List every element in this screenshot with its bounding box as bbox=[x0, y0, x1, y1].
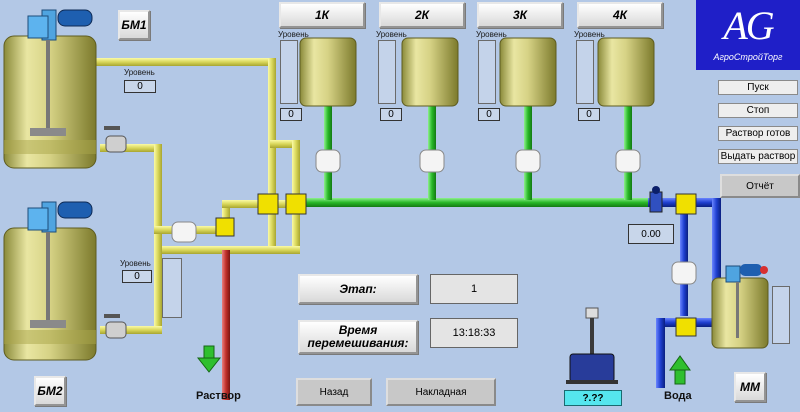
mix-time-label-line2: перемешивания: bbox=[307, 336, 409, 350]
mix-time-label-line1: Время bbox=[338, 323, 378, 337]
scale-icon bbox=[566, 307, 618, 384]
solution-ready-button[interactable]: Раствор готов bbox=[718, 126, 798, 141]
doser-4-label: 4К bbox=[577, 2, 663, 28]
stage-value: 1 bbox=[430, 274, 518, 304]
red-pipe bbox=[222, 250, 230, 400]
up-arrow-icon bbox=[669, 355, 691, 385]
bm2-label: БМ2 bbox=[34, 376, 66, 406]
doser-3-label: 3К bbox=[477, 2, 563, 28]
report-button[interactable]: Отчёт bbox=[720, 174, 800, 198]
flow-meters bbox=[171, 149, 697, 285]
doser-3-level-bar bbox=[478, 40, 496, 104]
scale-value: ?.?? bbox=[564, 390, 622, 406]
logo-letters: AG bbox=[723, 3, 774, 48]
doser-2-level-bar bbox=[378, 40, 396, 104]
water-label: Вода bbox=[664, 390, 692, 402]
dispense-solution-button[interactable]: Выдать раствор bbox=[718, 149, 798, 164]
doser-4-level-bar bbox=[576, 40, 594, 104]
doser-1-level-bar bbox=[280, 40, 298, 104]
doser-1-level-caption: Уровень bbox=[278, 30, 309, 39]
mix-time-value: 13:18:33 bbox=[430, 318, 518, 348]
flow-value: 0.00 bbox=[628, 224, 674, 244]
company-logo: AG АгроСтройТорг bbox=[696, 0, 800, 70]
bm2-level-bar bbox=[162, 258, 182, 318]
doser-3-level-value: 0 bbox=[478, 108, 500, 121]
doser-1-level-value: 0 bbox=[280, 108, 302, 121]
bm2-level-caption: Уровень bbox=[120, 259, 151, 268]
doser-1-label: 1К bbox=[279, 2, 365, 28]
bm2-tank bbox=[3, 201, 127, 361]
doser-4-level-caption: Уровень bbox=[574, 30, 605, 39]
logo-text: АгроСтройТорг bbox=[713, 52, 783, 62]
start-button[interactable]: Пуск bbox=[718, 80, 798, 95]
solution-label: Раствор bbox=[196, 390, 241, 402]
bm1-tank bbox=[3, 9, 127, 169]
mix-time-label: Время перемешивания: bbox=[298, 320, 418, 354]
bm1-level-value: 0 bbox=[124, 80, 156, 93]
stage-label: Этап: bbox=[298, 274, 418, 304]
stop-button[interactable]: Стоп bbox=[718, 103, 798, 118]
invoice-button[interactable]: Накладная bbox=[386, 378, 496, 406]
doser-3-level-caption: Уровень bbox=[476, 30, 507, 39]
mm-level-bar bbox=[772, 286, 790, 344]
valve-fittings bbox=[215, 186, 697, 337]
doser-2-level-value: 0 bbox=[380, 108, 402, 121]
bm2-level-value: 0 bbox=[122, 270, 152, 283]
mm-tank bbox=[711, 264, 769, 349]
doser-2-label: 2К bbox=[379, 2, 465, 28]
doser-2-level-caption: Уровень bbox=[376, 30, 407, 39]
down-arrow-icon bbox=[196, 345, 222, 373]
doser-tanks bbox=[299, 37, 655, 107]
bm1-label: БМ1 bbox=[118, 10, 150, 40]
back-button[interactable]: Назад bbox=[296, 378, 372, 406]
bm1-level-caption: Уровень bbox=[124, 68, 155, 77]
doser-4-level-value: 0 bbox=[578, 108, 600, 121]
mm-label: ММ bbox=[734, 372, 766, 402]
